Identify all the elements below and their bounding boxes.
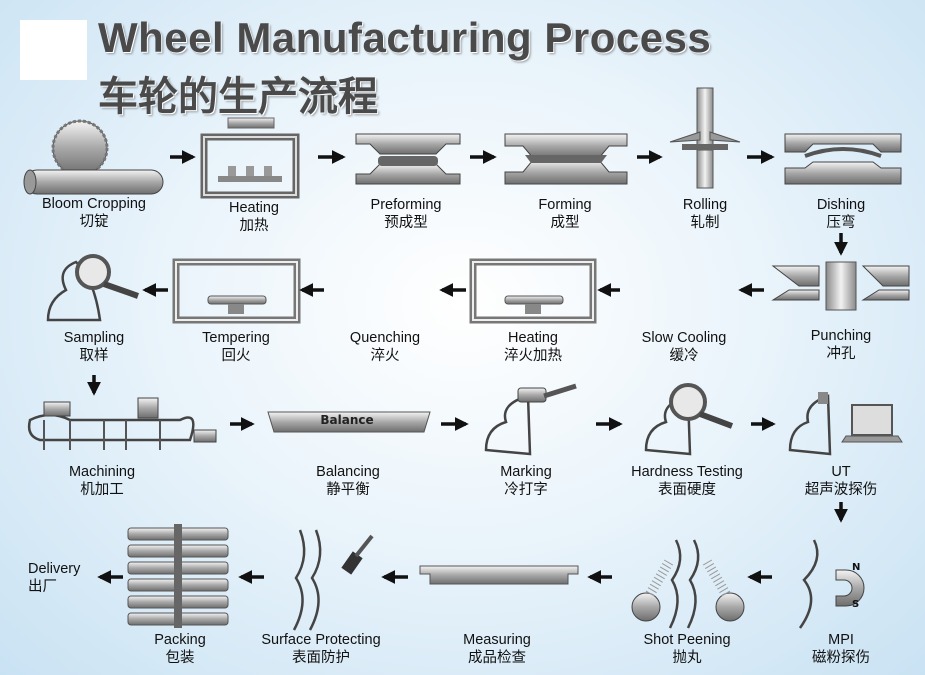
- step-label-en: Hardness Testing: [631, 464, 743, 480]
- hardness-test-icon: [644, 383, 734, 456]
- step-slow-cooling: Slow Cooling 缓冷: [594, 329, 774, 365]
- step-label-en: Rolling: [682, 197, 728, 213]
- step-bloom-cropping: Bloom Cropping 切锭: [4, 195, 184, 231]
- step-heating: Heating 加热: [164, 199, 344, 235]
- step-label-cn: 冷打字: [504, 482, 548, 498]
- tempering-furnace-icon: [172, 258, 301, 324]
- step-label-en: Quenching: [349, 330, 421, 346]
- step-label-en: Balancing: [316, 464, 380, 480]
- step-label-en: Slow Cooling: [641, 330, 727, 346]
- quench-furnace-icon: [469, 258, 597, 324]
- step-label-cn: 超声波探伤: [804, 482, 878, 498]
- step-label-cn: 出厂: [28, 579, 57, 595]
- step-label-cn: 切锭: [79, 214, 109, 230]
- step-rolling: Rolling 轧制: [615, 196, 795, 232]
- step-label-cn: 磁粉探伤: [812, 650, 870, 666]
- step-label-cn: 机加工: [80, 482, 124, 498]
- step-label-en: UT: [831, 464, 851, 480]
- step-label-en: Dishing: [816, 197, 866, 213]
- step-label-cn: 取样: [79, 348, 109, 364]
- step-label-cn: 加热: [239, 218, 269, 234]
- page-subtitle-chinese: 车轮的生产流程: [98, 75, 378, 119]
- step-hardness-testing: Hardness Testing 表面硬度: [597, 463, 777, 499]
- step-shot-peening: Shot Peening 抛丸: [597, 631, 777, 667]
- step-balancing: Balancing 静平衡: [258, 463, 438, 499]
- step-tempering: Tempering 回火: [146, 329, 326, 365]
- magnifier-sample-icon: [46, 254, 139, 322]
- step-label-cn: 成品检查: [468, 650, 526, 666]
- paint-brush-icon: [292, 529, 374, 631]
- balance-plate-icon: Balance: [267, 411, 431, 433]
- step-label-cn: 静平衡: [326, 482, 370, 498]
- step-label-en: Bloom Cropping: [42, 196, 146, 212]
- flow-arrows: [87, 150, 848, 584]
- furnace-icon: [200, 117, 300, 199]
- step-label-cn: 缓冷: [669, 348, 699, 364]
- hammer-marking-icon: [484, 383, 577, 456]
- step-label-en: Surface Protecting: [261, 632, 381, 648]
- step-label-en: Punching: [810, 328, 872, 344]
- magnet-south-label: S: [852, 599, 859, 610]
- step-label-en: Machining: [68, 464, 136, 480]
- step-label-cn: 淬火: [370, 348, 400, 364]
- step-surface-protecting: Surface Protecting 表面防护: [231, 631, 411, 667]
- rolling-mill-icon: [669, 87, 741, 189]
- dishing-die-icon: [784, 133, 902, 185]
- step-punching: Punching 冲孔: [751, 327, 925, 363]
- step-label-en: Marking: [500, 464, 552, 480]
- step-quenching: Quenching 淬火: [295, 329, 475, 365]
- step-label-en: Delivery: [28, 561, 81, 577]
- step-quench-heating: Heating 淬火加热: [443, 329, 623, 365]
- step-label-en: Heating: [508, 330, 558, 346]
- step-dishing: Dishing 压弯: [751, 196, 925, 232]
- machining-icon: [27, 397, 217, 450]
- step-ut: UT 超声波探伤: [751, 463, 925, 499]
- magnet-icon: N S: [798, 539, 865, 629]
- step-marking: Marking 冷打字: [436, 463, 616, 499]
- wheel-stack-icon: [127, 524, 229, 628]
- step-label-en: MPI: [828, 632, 854, 648]
- step-mpi: MPI 磁粉探伤: [751, 631, 925, 667]
- step-label-cn: 包装: [165, 650, 195, 666]
- step-label-cn: 冲孔: [826, 346, 856, 362]
- step-label-en: Shot Peening: [643, 632, 731, 648]
- step-packing: Packing 包装: [90, 631, 270, 667]
- balance-plate-text: Balance: [320, 413, 373, 427]
- step-label-cn: 成型: [550, 215, 580, 231]
- step-label-cn: 轧制: [690, 215, 720, 231]
- step-forming: Forming 成型: [475, 196, 655, 232]
- step-label-cn: 淬火加热: [504, 348, 562, 364]
- step-measuring: Measuring 成品检查: [407, 631, 587, 667]
- step-label-en: Heating: [229, 200, 279, 216]
- step-label-en: Sampling: [63, 330, 125, 346]
- step-machining: Machining 机加工: [12, 463, 192, 499]
- step-label-en: Measuring: [463, 632, 531, 648]
- step-sampling: Sampling 取样: [4, 329, 184, 365]
- bloom-cropping-icon: [23, 119, 164, 195]
- step-label-en: Packing: [154, 632, 206, 648]
- shot-peening-icon: [631, 539, 745, 629]
- measuring-icon: [419, 565, 579, 585]
- step-label-cn: 回火: [221, 348, 251, 364]
- step-label-cn: 压弯: [826, 215, 856, 231]
- page-title: Wheel Manufacturing Process: [98, 14, 712, 61]
- logo-placeholder: [20, 20, 87, 80]
- step-delivery: Delivery 出厂: [28, 560, 80, 596]
- step-label-cn: 预成型: [384, 215, 428, 231]
- punching-die-icon: [771, 261, 910, 311]
- step-label-en: Preforming: [370, 197, 442, 213]
- forming-die-icon: [504, 133, 628, 185]
- step-label-cn: 表面硬度: [658, 482, 716, 498]
- step-label-cn: 表面防护: [292, 650, 350, 666]
- step-label-en: Tempering: [202, 330, 270, 346]
- step-preforming: Preforming 预成型: [316, 196, 496, 232]
- press-die-icon: [355, 133, 461, 185]
- step-label-en: Forming: [538, 197, 592, 213]
- step-label-cn: 抛丸: [672, 650, 702, 666]
- ultrasonic-laptop-icon: [788, 392, 903, 456]
- magnet-north-label: N: [852, 562, 860, 573]
